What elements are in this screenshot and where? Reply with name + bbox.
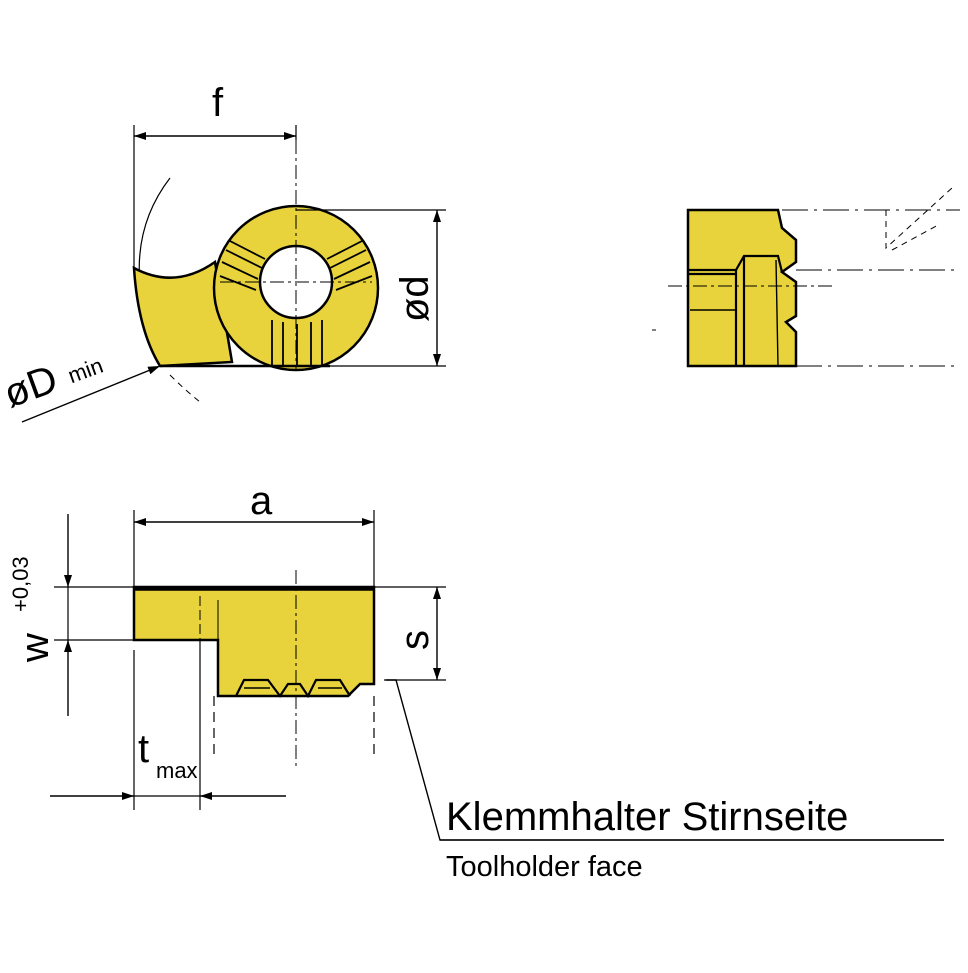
label-w: w [13, 633, 57, 663]
label-s: s [393, 630, 437, 650]
plan-view: a w +0,03 s t max Klemmhalter Stirnseite… [8, 479, 944, 883]
plan-insert-body [132, 585, 376, 698]
caption-english: Toolholder face [446, 851, 643, 883]
dmin-guide-arc-lower [169, 374, 201, 403]
label-a: a [250, 479, 273, 523]
caption-german: Klemmhalter Stirnseite [446, 795, 848, 839]
side-hidden-lines [885, 187, 953, 251]
label-d: ød [393, 275, 437, 322]
side-inner-vert [775, 259, 779, 367]
label-w-tolerance: +0,03 [8, 556, 33, 612]
label-f: f [212, 81, 224, 125]
label-tmax: t [138, 727, 149, 771]
dmin-label-group: øD min [0, 353, 106, 417]
ring-grooves [219, 240, 373, 366]
label-dmin-sub: min [64, 353, 106, 389]
label-tmax-sub: max [156, 758, 198, 783]
side-view [652, 187, 960, 368]
side-insert-body [686, 208, 798, 368]
front-view: f ød øD min [0, 81, 446, 423]
dmin-leader [21, 365, 161, 423]
plan-teeth [235, 678, 351, 699]
insert-crescent [132, 259, 234, 368]
label-dmin: øD [0, 357, 63, 417]
